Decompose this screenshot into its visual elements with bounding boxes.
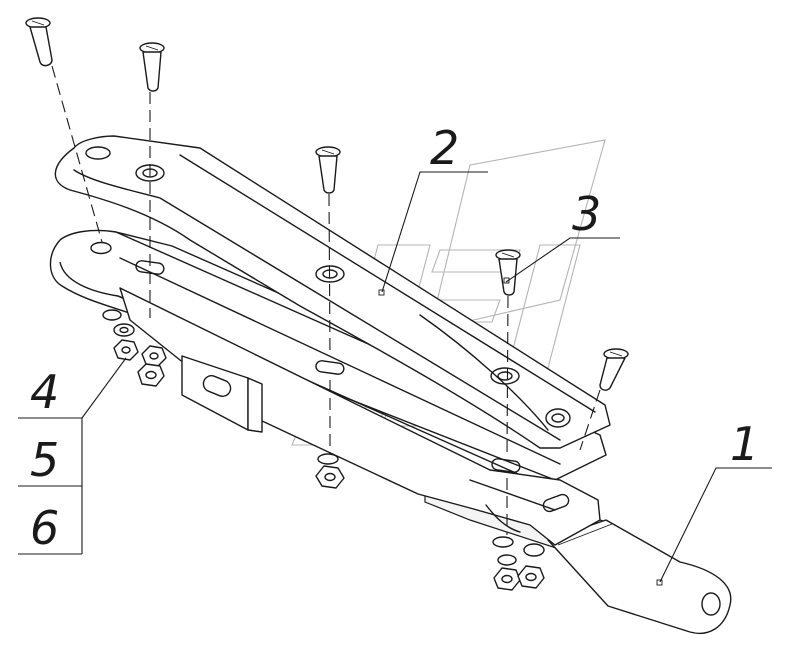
callout-label-1: 1 [730,417,759,471]
fastener-stack-right [492,536,545,591]
position-table: 4 5 6 [18,357,127,555]
bolt-group [25,17,629,391]
table-label-4: 4 [30,365,59,419]
fastener-stack-middle [315,453,345,489]
table-label-5: 5 [30,433,59,487]
middle-spring-bar [49,229,607,546]
table-label-6: 6 [30,501,59,555]
bolt-4 [495,249,521,296]
assembly-axes [51,65,601,535]
callout-3: 3 [505,187,620,283]
callout-2: 2 [378,121,488,296]
fastener-stack-left [102,309,167,387]
bolt-5 [599,348,629,391]
callout-1: 1 [656,417,772,586]
bolt-2 [139,42,165,92]
callout-label-2: 2 [430,121,459,175]
top-bar-part-2 [54,135,611,449]
callout-label-3: 3 [572,187,601,241]
bolt-3 [315,146,341,194]
bolt-1 [25,17,53,67]
